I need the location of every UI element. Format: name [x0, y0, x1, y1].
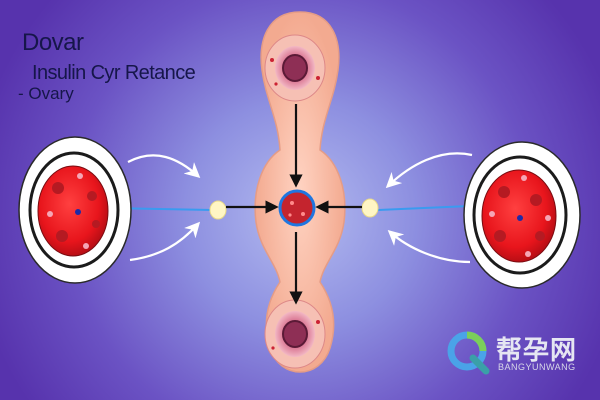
watermark-q-logo-icon: [447, 331, 490, 375]
diagram-subtitle: Insulin Cyr Retance: [32, 62, 196, 84]
right-ovary: [463, 141, 581, 289]
diagram-bullet: - Ovary: [18, 84, 74, 103]
arrow-left-upper: [127, 154, 201, 179]
top-follicle: [264, 34, 326, 102]
right-axis-line: [377, 205, 471, 211]
arrow-right-upper: [385, 152, 473, 189]
left-node: [209, 200, 227, 220]
watermark: 帮孕网 BANGYUNWANG: [446, 328, 594, 378]
center-cell: [278, 189, 316, 227]
arrow-left-lower: [129, 221, 201, 262]
watermark-cn-text: 帮孕网: [496, 335, 578, 365]
diagram-title: Dovar: [22, 29, 84, 56]
bottom-follicle: [264, 299, 326, 369]
right-node: [361, 198, 379, 218]
watermark-en-text: BANGYUNWANG: [498, 362, 576, 372]
arrow-right-lower: [387, 229, 471, 264]
left-ovary: [18, 136, 132, 284]
